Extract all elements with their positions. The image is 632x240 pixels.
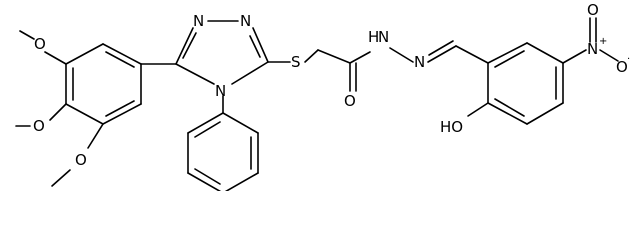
atom-o-methoxy-3: O [75,151,87,169]
atom-nitro-o-top: O [587,1,599,19]
atom-n-top-right: N [240,12,251,30]
atom-n-imine: N [414,53,425,71]
molecule-structure-diagram: N N N S O H N N O O O HO N + O O · [15,1,630,191]
bonds [15,17,619,191]
atom-nitro-o-right: O [616,58,628,76]
atom-o-methoxy-2: O [33,117,45,135]
atom-oh: HO [440,118,463,136]
atom-nh1-h: H [368,28,379,46]
atom-o-carbonyl: O [344,92,356,110]
atom-labels: N N N S O H N N O O O HO N + O O · [33,1,630,169]
atom-nitro-n: N [587,40,598,58]
atom-nitro-plus: + [599,36,607,47]
molecule-svg: N N N S O H N N O O O HO N + O O · [15,1,630,191]
atom-nh1-n: N [378,28,389,46]
atom-n-ring: N [215,82,226,100]
atom-o-methoxy-1: O [34,35,46,53]
atom-n-top-left: N [193,12,204,30]
atom-s: S [291,53,301,71]
atom-nitro-dot: · [627,54,630,65]
